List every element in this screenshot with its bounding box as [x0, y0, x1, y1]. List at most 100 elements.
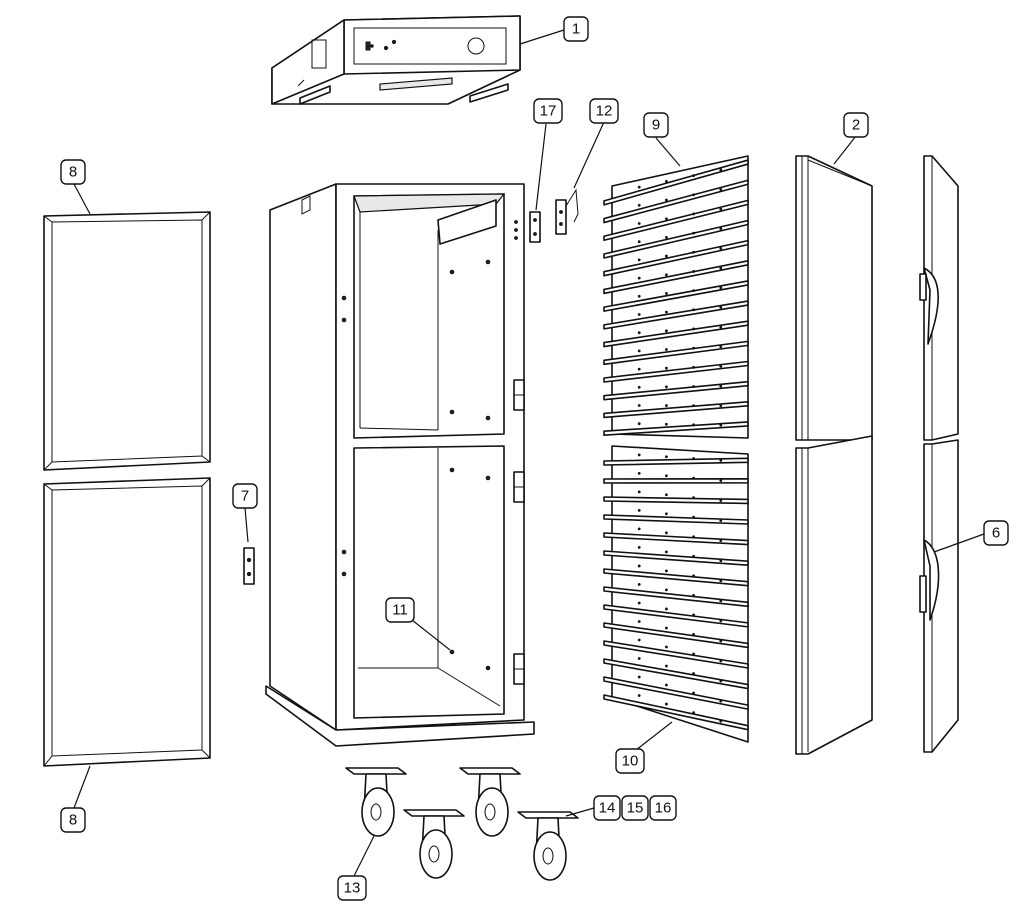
rack-hole [692, 554, 695, 558]
rack-hole [665, 217, 668, 221]
callout-16: 16 [649, 795, 677, 821]
callout-11: 11 [385, 597, 415, 623]
svg-text:7: 7 [241, 488, 249, 505]
rack-hole [692, 476, 695, 480]
callout-6: 6 [983, 520, 1009, 546]
rack-hole [637, 331, 641, 335]
rack-slide-rail [603, 514, 749, 525]
rack-hole [719, 539, 723, 543]
svg-text:12: 12 [596, 103, 613, 120]
rack-hole [665, 198, 668, 202]
rack-hole [637, 509, 641, 512]
rack-hole [637, 583, 641, 586]
rack-panel-lower [603, 445, 749, 743]
svg-text:17: 17 [540, 103, 557, 120]
rack-hole [637, 620, 641, 623]
rack-hole [665, 645, 668, 649]
rack-hole [692, 457, 695, 460]
rack-hole [637, 203, 641, 207]
rack-hole [665, 474, 668, 478]
rack-hole [719, 247, 723, 250]
rack-slide-rail [603, 532, 749, 546]
rack-hole [637, 294, 641, 298]
rack-hole [665, 588, 668, 592]
caster-wheel [459, 767, 521, 837]
rack-hole [665, 569, 668, 573]
rack-hole [719, 404, 723, 408]
svg-text:1: 1 [572, 21, 580, 38]
rack-hole [665, 512, 668, 516]
rack-hole [665, 179, 668, 183]
rack-slide-rail [603, 340, 749, 366]
rack-hole [692, 250, 695, 254]
rack-hole [692, 365, 695, 369]
rack-hole [719, 227, 723, 231]
rack-slide-rail [603, 320, 749, 348]
rack-hole [692, 174, 695, 177]
rack-slide-rail [603, 478, 749, 484]
latch-bracket [529, 211, 541, 243]
rack-hole [665, 310, 668, 314]
rack-hole [665, 366, 668, 370]
rack-hole [719, 479, 723, 482]
rack-hole [637, 638, 641, 642]
caster-wheel [345, 767, 407, 837]
rack-hole [719, 459, 723, 462]
rack-hole [719, 286, 723, 290]
latch-catch [555, 188, 579, 235]
callouts: 1 2 6 7 8 8 9 10 11 12 13 14 15 16 17 [60, 16, 1009, 901]
rack-hole [637, 471, 641, 475]
rack-hole [692, 308, 695, 312]
svg-text:15: 15 [627, 800, 644, 817]
rack-hole [665, 626, 668, 630]
rack-hole [719, 639, 723, 643]
rack-slide-rail [603, 568, 749, 587]
rack-hole [719, 423, 723, 427]
handle-door-lower [919, 439, 959, 753]
svg-text:6: 6 [992, 525, 1000, 542]
svg-text:9: 9 [652, 117, 660, 134]
rack-slide-rail [603, 199, 749, 242]
rack-hole [637, 258, 641, 262]
rack-hole [692, 613, 695, 617]
rack-slide-rail [603, 380, 749, 401]
callout-2: 2 [843, 112, 869, 138]
rack-hole [665, 273, 668, 277]
rack-hole [692, 327, 695, 331]
rack-hole [637, 385, 641, 389]
rack-hole [665, 455, 668, 459]
rack-hole [665, 254, 668, 258]
cabinet-body [265, 183, 535, 747]
rack-hole [665, 607, 668, 611]
rack-hole [719, 306, 723, 309]
rack-slide-rail [603, 360, 749, 383]
callout-8-lower: 8 [60, 807, 86, 833]
callout-14: 14 [593, 795, 621, 821]
rack-hole [692, 231, 695, 235]
rack-slide-rail [603, 604, 749, 628]
svg-text:14: 14 [599, 800, 616, 817]
callout-10: 10 [615, 748, 645, 774]
callout-12: 12 [589, 98, 619, 124]
svg-text:13: 13 [344, 880, 361, 897]
rack-hole [637, 240, 641, 244]
door-upper [795, 155, 873, 441]
rack-hole [719, 599, 723, 603]
casters [345, 767, 579, 881]
rack-hole [665, 422, 668, 426]
rack-hole [719, 519, 723, 522]
rack-slide-rail [603, 239, 749, 277]
rack-hole [637, 490, 641, 494]
rack-hole [665, 664, 668, 668]
rack-hole [692, 652, 695, 656]
rack-hole [719, 188, 723, 191]
rack-slide-rail [603, 658, 749, 690]
rack-slide-rail [603, 496, 749, 505]
svg-text:8: 8 [69, 812, 77, 829]
rack-hole [692, 270, 695, 273]
rack-slide-rail [603, 694, 749, 731]
rack-hole [637, 313, 641, 316]
rack-slide-rail [603, 400, 749, 419]
door-gasket-upper [43, 211, 211, 471]
